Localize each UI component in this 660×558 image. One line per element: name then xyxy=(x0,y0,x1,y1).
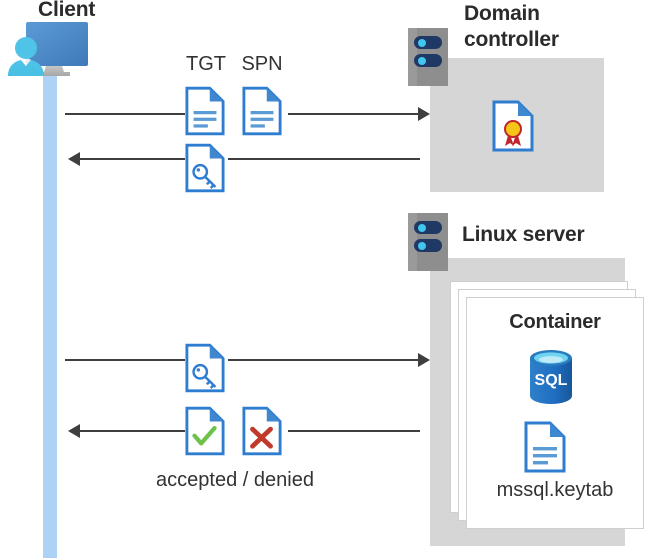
certificate-icon xyxy=(492,100,534,152)
flow1-line-left xyxy=(65,113,185,115)
flow4-line-right xyxy=(288,430,420,432)
keytab-file-label: mssql.keytab xyxy=(496,479,614,501)
tgt-document-icon xyxy=(185,86,225,136)
flow1-line-right xyxy=(288,113,420,115)
spn-label: SPN xyxy=(241,53,283,75)
client-title: Client xyxy=(38,0,96,21)
domain-controller-title-line2: controller xyxy=(464,28,559,51)
request-key-document-icon xyxy=(185,343,225,393)
flow2-line-left xyxy=(80,158,185,160)
linux-server-title: Linux server xyxy=(462,223,585,246)
domain-controller-title-line1: Domain xyxy=(464,2,540,25)
client-icon xyxy=(8,22,96,84)
sql-database-icon: SQL xyxy=(527,349,575,405)
domain-controller-server-icon xyxy=(408,28,448,86)
container-title: Container xyxy=(509,311,601,333)
flow1-arrowhead xyxy=(418,107,430,121)
svg-text:SQL: SQL xyxy=(535,372,568,389)
flow4-line-left xyxy=(80,430,185,432)
flow2-line-right xyxy=(228,158,420,160)
accepted-denied-label: accepted / denied xyxy=(156,469,314,491)
keytab-document-icon xyxy=(524,421,566,473)
flow2-arrowhead xyxy=(68,152,80,166)
flow3-line-left xyxy=(65,359,185,361)
denied-document-icon xyxy=(242,406,282,456)
ticket-key-document-icon xyxy=(185,143,225,193)
linux-server-server-icon xyxy=(408,213,448,271)
tgt-label: TGT xyxy=(186,53,226,75)
spn-document-icon xyxy=(242,86,282,136)
accepted-document-icon xyxy=(185,406,225,456)
flow3-line-right xyxy=(228,359,420,361)
flow4-arrowhead xyxy=(68,424,80,438)
client-lifeline xyxy=(43,74,57,558)
flow3-arrowhead xyxy=(418,353,430,367)
container-card-front xyxy=(466,297,644,529)
